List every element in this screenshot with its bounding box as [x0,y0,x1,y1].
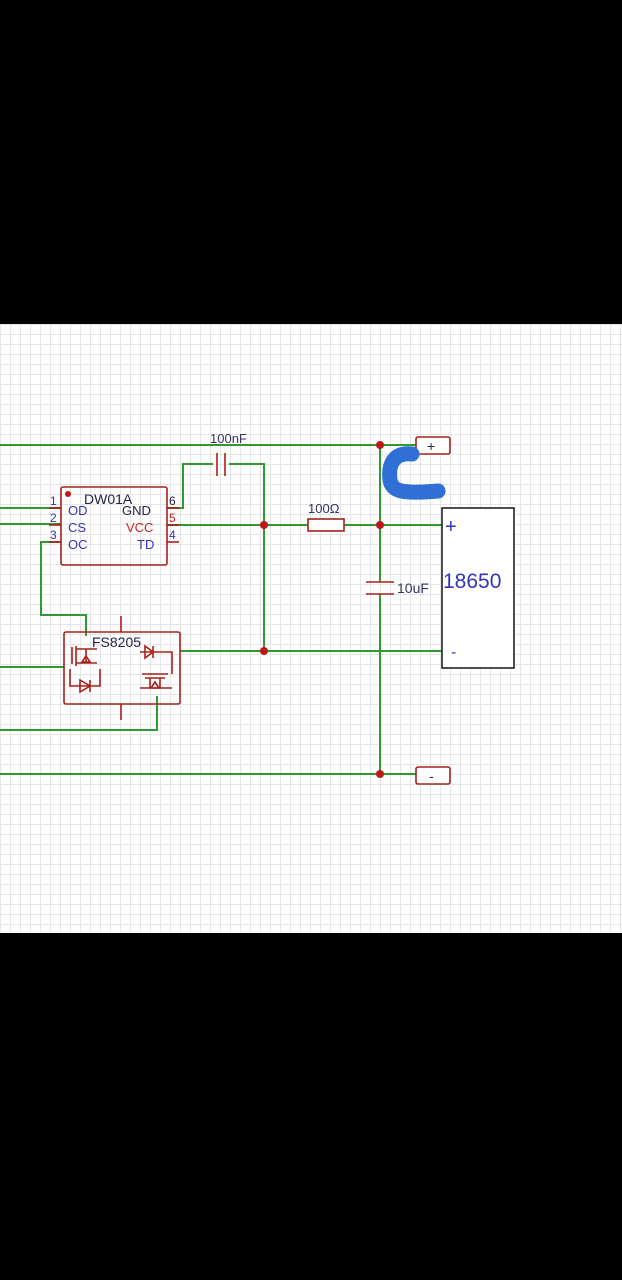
pin-od-num: 1 [50,494,57,508]
junction-dot [260,647,268,655]
capacitor-10uf[interactable]: 10uF [366,580,429,596]
pin-oc-num: 3 [50,528,57,542]
junction-dot [260,521,268,529]
resistor-100ohm[interactable]: 100Ω [307,501,345,532]
junction-dot [376,441,384,449]
battery-18650[interactable]: + 18650 - [441,507,515,669]
pin-vcc-name: VCC [126,520,153,535]
battery-label: 18650 [443,570,501,593]
pin-vcc-num: 5 [169,511,176,525]
left-transistor-symbol [69,646,101,694]
pin-gnd-num: 6 [169,494,176,508]
junction-dot [376,521,384,529]
right-transistor-symbol [140,644,173,689]
ic-name: DW01A [84,491,133,507]
battery-minus-sign: - [451,644,456,661]
capacitor-10uf-label: 10uF [397,580,429,596]
pin-cs-name: CS [68,520,86,535]
schematic-diagram: 100nF 100Ω 10uF DW01A 1 2 3 OD CS OC GND… [0,431,515,785]
junction-dot [376,770,384,778]
fs8205-mosfet[interactable]: FS8205 [63,616,181,720]
pin-td-name: TD [137,537,154,552]
mosfet-label: FS8205 [92,634,141,650]
mosfet-bottom-wire [0,696,158,731]
pin-cs-num: 2 [50,511,57,525]
pin-oc-name: OC [68,537,88,552]
positive-terminal[interactable]: + [415,436,451,455]
dw01a-ic[interactable]: DW01A 1 2 3 OD CS OC GND VCC TD 6 5 4 [49,486,179,566]
pin-od-name: OD [68,503,88,518]
gnd-cap-wire [167,463,265,651]
schematic-canvas: 100nF 100Ω 10uF DW01A 1 2 3 OD CS OC GND… [0,324,622,933]
oc-wire [40,541,87,636]
negative-terminal-label: - [429,768,434,784]
pin1-marker [65,491,71,497]
positive-terminal-label: + [427,438,435,454]
negative-terminal[interactable]: - [415,766,451,785]
capacitor-100nf-label: 100nF [210,431,247,446]
capacitor-100nf[interactable]: 100nF [210,431,247,476]
pin-gnd-name: GND [122,503,151,518]
junctions [260,441,384,778]
pin-td-num: 4 [169,528,176,542]
annotation-bracket [382,446,446,500]
battery-plus-sign: + [445,516,457,538]
resistor-label: 100Ω [308,501,340,516]
